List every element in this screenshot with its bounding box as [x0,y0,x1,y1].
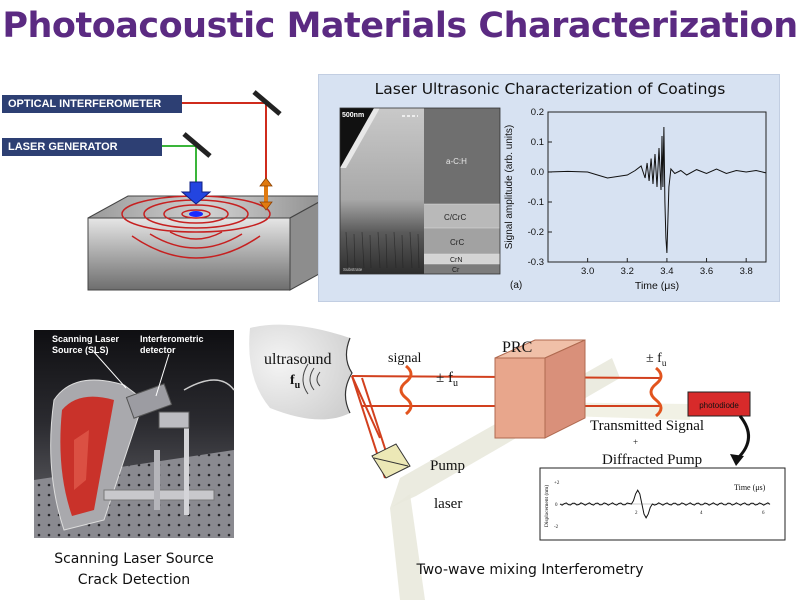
photodiode-label: photodiode [699,401,739,410]
layer-label-cr: Cr [452,267,460,274]
displacement-inset [540,468,785,540]
x-tick-label: 3.0 [581,266,594,277]
x-axis-label: Time (μs) [635,280,679,292]
y-tick-label: -0.1 [528,197,544,208]
y-tick-label: 0.0 [531,167,544,178]
scale-label: 500nm [342,112,364,119]
x-tick-label: 3.4 [660,266,673,277]
inset-ytick: +2 [554,481,560,486]
sls-label: Scanning Laser Source (SLS) [52,334,128,356]
signal-label: signal [388,351,422,366]
y-axis-label: Signal amplitude (arb. units) [504,125,515,250]
plus-label: + [633,437,638,447]
twm-caption: Two-wave mixing Interferometry [350,562,710,578]
tem-cross-section: 500nm a-C:H C/CrC CrC CrN Cr Substrate [340,108,500,278]
prc-label: PRC [502,339,532,356]
output-arrow [738,416,749,458]
layer-label-crn: CrN [450,257,462,264]
optical-interferometer-label: OPTICAL INTERFEROMETER [2,95,182,113]
diffracted-pump-label: Diffracted Pump [602,452,702,468]
laser-label: laser [434,496,462,512]
inset-ytick: -2 [554,525,559,530]
y-tick-label: 0.2 [531,107,544,118]
sls-caption-line2: Crack Detection [14,572,254,588]
beam-splitter [372,444,410,478]
inset-y-label: Displacement (nm) [543,485,550,527]
coatings-panel-title: Laser Ultrasonic Characterization of Coa… [330,80,770,98]
output-pm-fu-label: ± fu [646,351,667,368]
laser-generator-label: LASER GENERATOR [2,138,162,156]
sls-caption-line1: Scanning Laser Source [14,551,254,567]
layer-label-ccrc: C/CrC [444,213,466,222]
x-tick-label: 3.2 [621,266,634,277]
panel-label: (a) [510,280,522,291]
y-tick-label: -0.3 [528,257,544,268]
twm-diagram: ultrasound fu signal ± fu PRC Pump laser… [250,318,800,600]
layer-label-crc: CrC [450,238,464,247]
signal-chart: 3.0 3.2 3.4 3.6 3.8 0.2 0.1 0.0 -0.1 -0.2 -0.3 Sig… [500,102,780,302]
laser-spot [189,211,203,217]
ultrasound-label: ultrasound [264,351,332,368]
y-tick-label: -0.2 [528,227,544,238]
x-tick-label: 3.8 [740,266,753,277]
pump-label: Pump [430,458,465,474]
sample-front [88,218,290,290]
sls-photo [34,330,234,538]
inset-x-label: Time (μs) [734,483,766,492]
pm-fu-label: ± fu [436,370,458,389]
y-tick-label: 0.1 [531,137,544,148]
layer-label-ach: a-C:H [446,157,467,166]
sample-surface [249,325,352,420]
substrate-label: Substrate [343,267,363,272]
x-tick-label: 3.6 [700,266,713,277]
transmitted-signal-label: Transmitted Signal [590,418,704,434]
detector-label: Interferometric detector [140,334,210,356]
